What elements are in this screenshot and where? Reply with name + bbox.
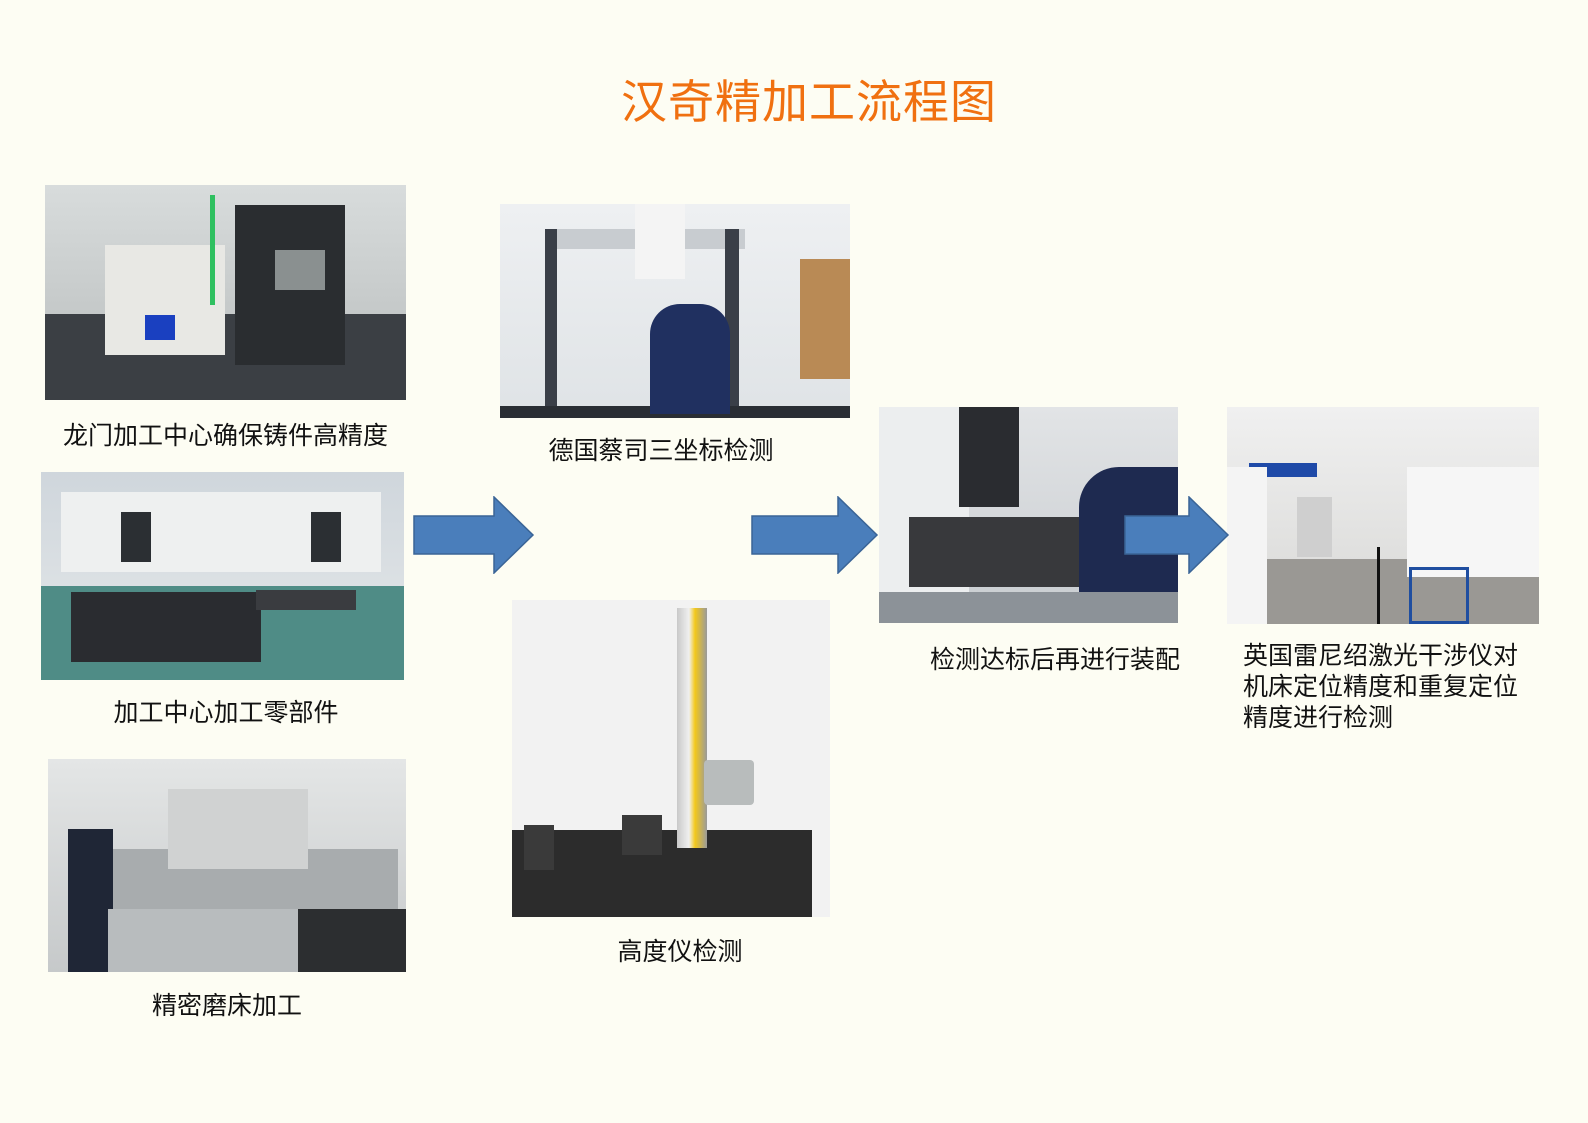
caption-machining-center: 加工中心加工零部件	[113, 698, 339, 727]
arrow-right-icon	[1124, 496, 1230, 574]
caption-laser-interferometer: 英国雷尼绍激光干涉仪对 机床定位精度和重复定位 精度进行检测	[1243, 640, 1518, 733]
arrow-right-icon	[413, 496, 535, 574]
caption-assembly: 检测达标后再进行装配	[929, 645, 1180, 674]
arrow-right-icon	[751, 496, 879, 574]
photo-renishaw-laser-interferometer	[1227, 407, 1539, 624]
caption-precision-grinder: 精密磨床加工	[151, 991, 302, 1020]
caption-zeiss-cmm: 德国蔡司三坐标检测	[548, 436, 774, 465]
caption-gantry-machining: 龙门加工中心确保铸件高精度	[62, 421, 388, 450]
photo-zeiss-cmm	[500, 204, 850, 418]
photo-gantry-machining-center	[45, 185, 406, 400]
caption-line: 英国雷尼绍激光干涉仪对	[1243, 641, 1519, 670]
caption-height-gauge: 高度仪检测	[617, 937, 743, 966]
page-title: 汉奇精加工流程图	[621, 75, 997, 129]
photo-machining-center-parts	[41, 472, 404, 680]
caption-line: 机床定位精度和重复定位	[1243, 672, 1519, 701]
photo-precision-grinder	[48, 759, 406, 972]
caption-line: 精度进行检测	[1243, 703, 1394, 732]
photo-tesa-height-gauge	[512, 600, 830, 917]
